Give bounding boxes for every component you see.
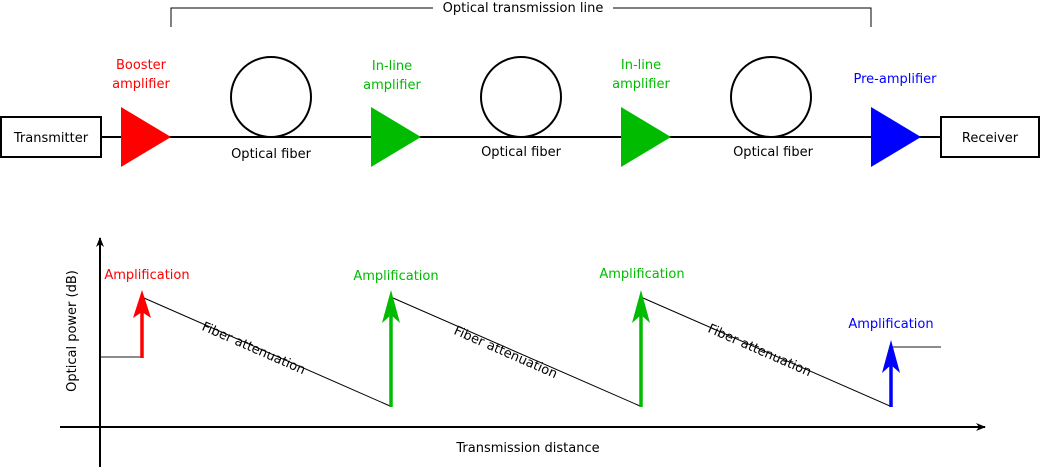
transmitter-block: Transmitter [0,116,102,158]
fiber-spool-1: Optical fiber [230,56,312,162]
fiber-label: Optical fiber [231,147,311,162]
receiver-block: Receiver [940,116,1040,158]
amplifier-label: Pre-amplifier [854,72,938,87]
booster-amplifier: Booster amplifier [112,58,171,167]
fiber-label: Optical fiber [733,145,813,160]
amplification-label: Amplification [104,268,189,283]
receiver-label: Receiver [962,131,1019,146]
attenuation-slope [642,297,891,407]
x-axis-label: Transmission distance [455,441,599,456]
amplifier-triangle-icon [371,107,421,167]
attenuation-slope [392,297,641,407]
amplification-arrow-inline-2 [632,290,650,407]
amplification-label: Amplification [848,317,933,332]
transmitter-label: Transmitter [13,131,89,146]
amplification-arrow-booster [133,290,151,358]
amplifier-label: amplifier [112,77,170,92]
amplifier-label: In-line [621,58,661,73]
y-axis-label: Optical power (dB) [65,270,80,392]
fiber-coil-icon [730,56,812,138]
amplification-label: Amplification [353,269,438,284]
amplifier-triangle-icon [871,107,921,167]
amplifier-label: Booster [116,58,167,73]
fiber-coil-icon [480,56,562,138]
pre-amplifier: Pre-amplifier [854,72,938,167]
inline-amplifier-1: In-line amplifier [363,59,421,167]
attenuation-label: Fiber attenuation [451,324,559,383]
transmission-line-bracket: Optical transmission line [170,1,872,27]
amplifier-triangle-icon [121,107,171,167]
amplification-arrow-preamp [882,340,900,407]
amplifier-label: amplifier [363,78,421,93]
amplifier-label: amplifier [612,77,670,92]
amplifier-triangle-icon [621,107,671,167]
fiber-label: Optical fiber [481,145,561,160]
fiber-spool-3: Optical fiber [730,56,814,160]
attenuation-label: Fiber attenuation [199,320,307,379]
amplification-arrow-inline-1 [382,290,400,407]
fiber-coil-icon [230,56,312,138]
fiber-spool-2: Optical fiber [480,56,562,160]
bracket-label: Optical transmission line [443,1,604,16]
attenuation-slope [143,297,391,407]
amplification-label: Amplification [599,267,684,282]
power-chart: Optical power (dB) Transmission distance… [60,237,986,467]
attenuation-label: Fiber attenuation [705,322,813,381]
inline-amplifier-2: In-line amplifier [612,58,671,167]
amplifier-label: In-line [372,59,412,74]
